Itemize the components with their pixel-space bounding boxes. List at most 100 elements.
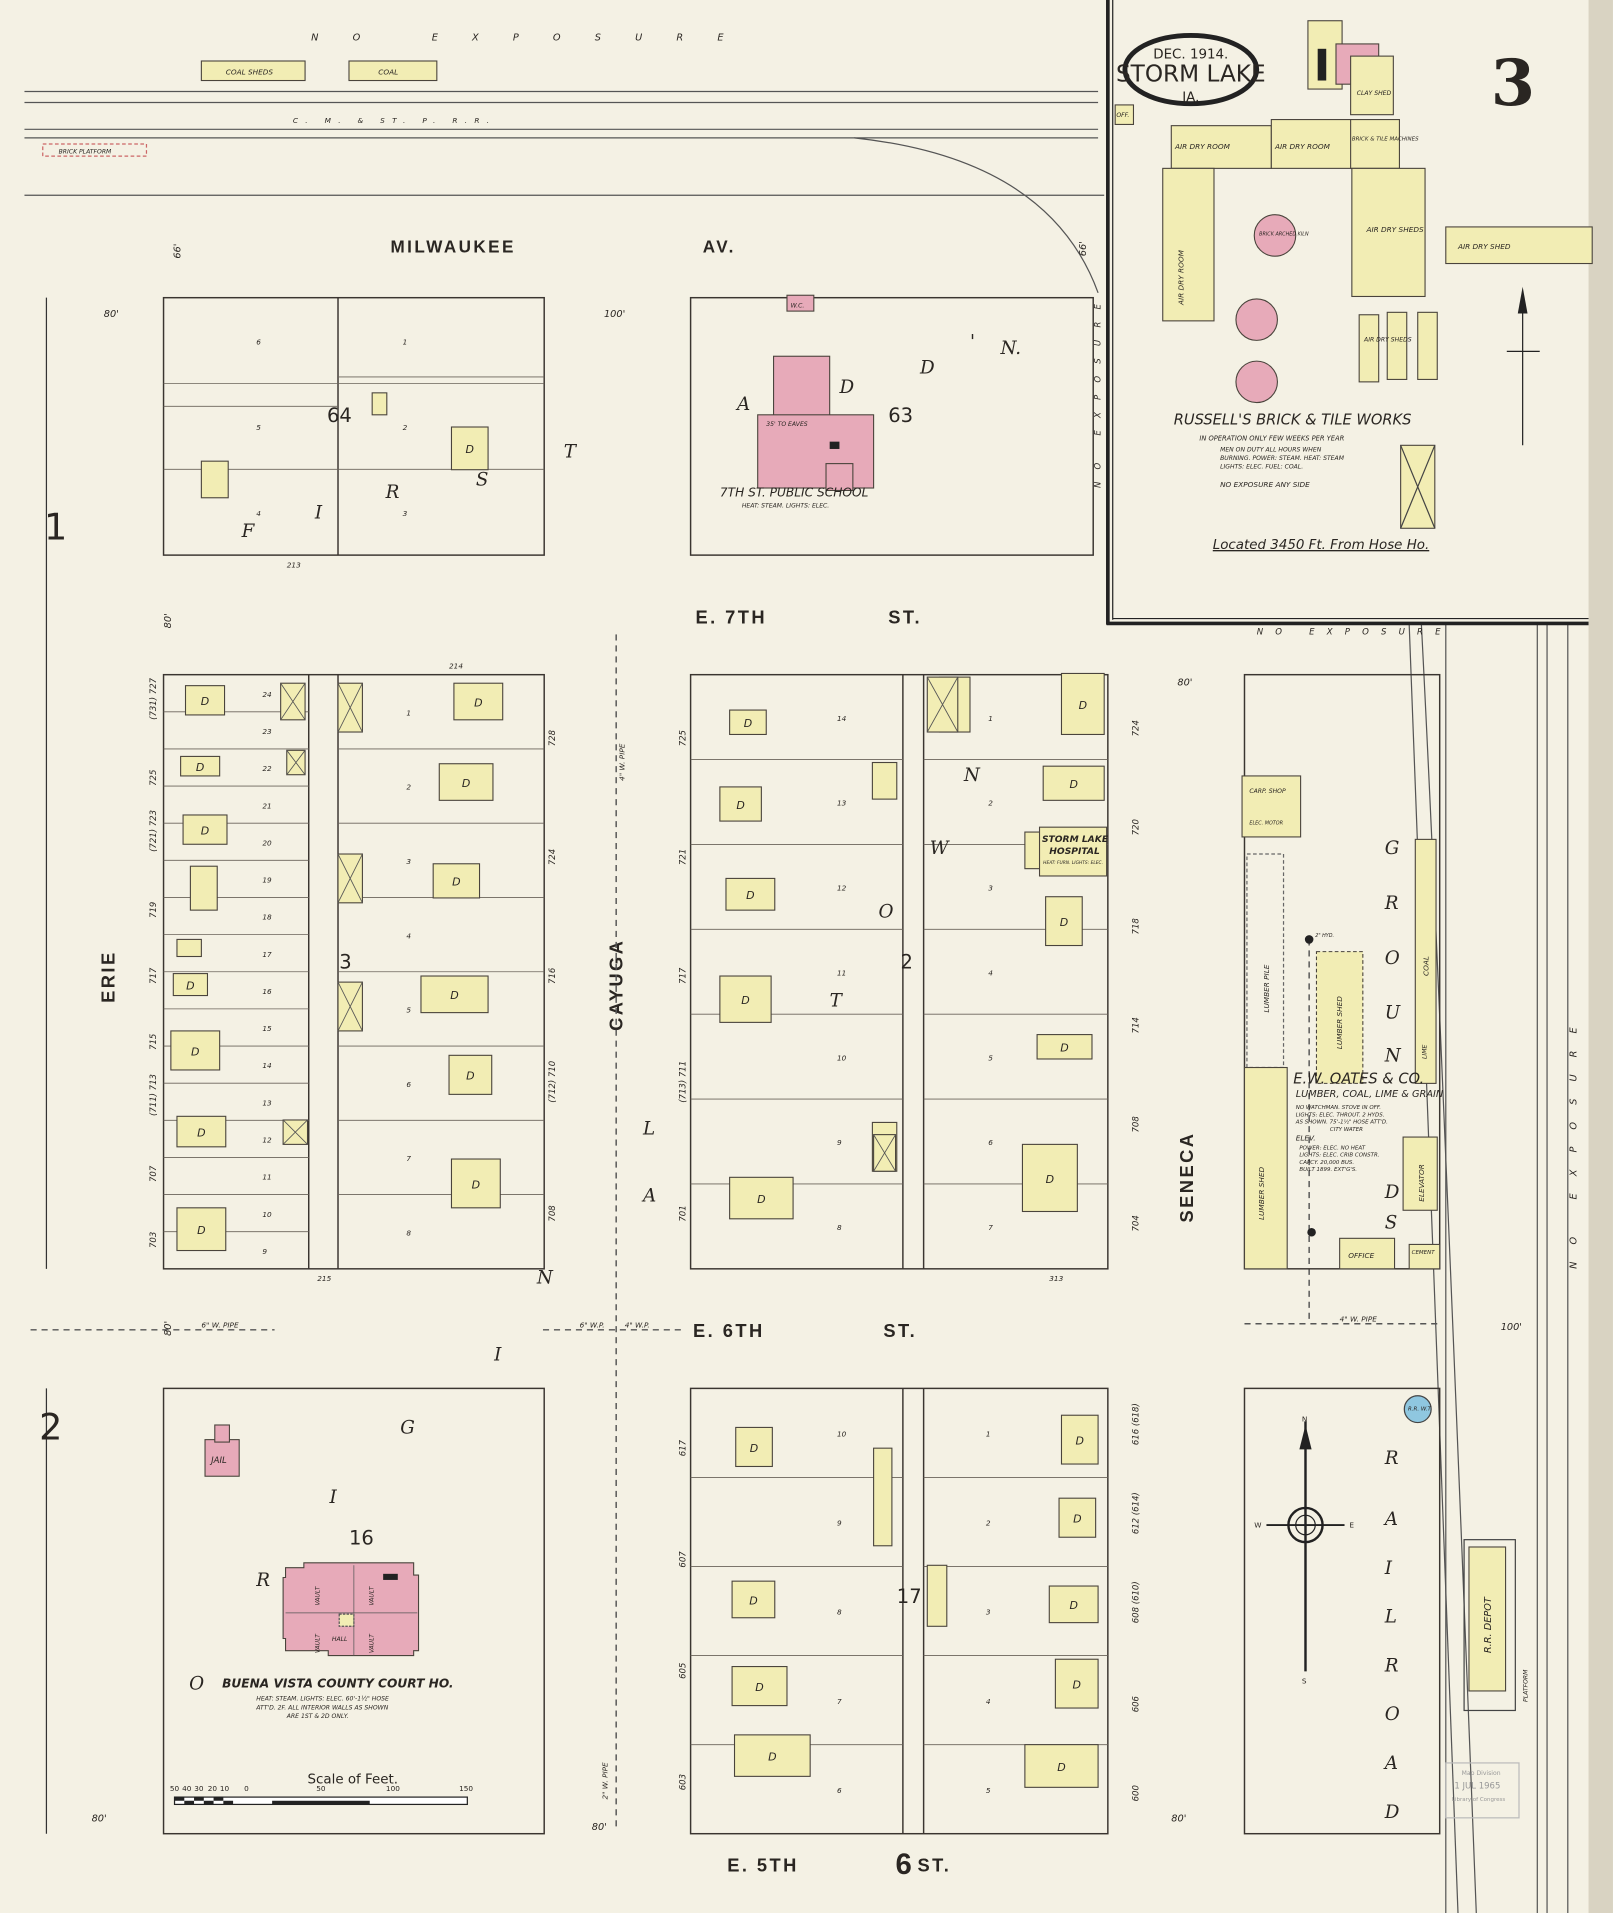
inset-brick-tile-works: DEC. 1914. STORM LAKE IA. 3 OFF. CLAY SH… [1106, 0, 1593, 626]
courthouse-square: JAIL VAULT VAULT VAULT VAULT HALL BUENA … [204, 1424, 454, 1720]
dwelling-label: D [741, 994, 749, 1007]
address-number: 708 [548, 1205, 558, 1222]
lot-number: 3 [406, 857, 411, 866]
addition-letter: F [241, 521, 256, 542]
dwelling-label: D [196, 761, 204, 774]
lot-number: 1 [986, 1430, 991, 1439]
addition-letter: I [314, 503, 323, 524]
address-number: 617 [679, 1439, 689, 1456]
map-city: STORM LAKE [1116, 61, 1266, 88]
dwelling-label: D [191, 1045, 199, 1058]
addition-letter: S [1385, 1213, 1398, 1234]
addition-letter: L [1384, 1607, 1397, 1628]
adjoining-sheet-number: 2 [39, 1406, 62, 1449]
addition-letter: U [1385, 1003, 1401, 1024]
elevator-label: ELEVATOR [1417, 1164, 1426, 1202]
lot-number: 13 [837, 799, 847, 808]
air-dry-room-label: AIR DRY ROOM [1174, 142, 1231, 151]
lot-number: 9 [837, 1138, 842, 1147]
dwelling [871, 761, 898, 800]
oates-note: AS SHOWN. 75'-1½" HOSE ATT'D. [1295, 1119, 1388, 1126]
addition-letter: A [1383, 1509, 1398, 1530]
frontage-number: 215 [317, 1274, 331, 1283]
dwelling [1060, 1414, 1099, 1465]
kiln [1253, 214, 1297, 257]
elevator [1402, 1136, 1438, 1211]
lot-number: 2 [403, 423, 408, 432]
hospital-note: HEAT: FURN. LIGHTS: ELEC. [1043, 860, 1103, 866]
kiln-label: BRICK ARCHED KILN [1259, 231, 1309, 237]
brick-platform-label: BRICK PLATFORM [59, 149, 112, 156]
addition-letter: L [642, 1119, 655, 1140]
street-widths: 66'80'100'66'80'80'80'100'80'80'80' [92, 241, 1522, 1833]
address-number: (731) 727 [149, 677, 159, 720]
jail-label: JAIL [209, 1456, 227, 1466]
addition-letter: D [1384, 1802, 1400, 1823]
school-name: 7TH ST. PUBLIC SCHOOL [720, 486, 869, 500]
addition-letter: D [1384, 1182, 1400, 1203]
address-number: 606 [1131, 1695, 1141, 1712]
hall-label: HALL [332, 1636, 348, 1643]
addition-letter: A [1383, 1753, 1398, 1774]
dwelling [450, 426, 489, 471]
lot-number: 10 [837, 1053, 847, 1062]
hydrant-label: 2" HYD. [1315, 933, 1334, 939]
dwelling [450, 1158, 501, 1209]
block-2 [689, 673, 1109, 1270]
dwelling-label: D [197, 1126, 205, 1139]
platform-label: PLATFORM [1523, 1669, 1530, 1702]
dwelling-label: D [749, 1594, 757, 1607]
no-exposure-label: NO EXPOSURE [1257, 627, 1453, 637]
compass-s: S [1302, 1677, 1307, 1686]
lot-number: 24 [262, 690, 272, 699]
lot-number: 4 [256, 509, 261, 518]
coal-building [348, 60, 438, 82]
lot-number: 2 [406, 783, 411, 792]
address-number: 718 [1131, 918, 1141, 935]
addition-letter: O [878, 901, 893, 922]
dwelling [731, 1666, 788, 1707]
address-number: (721) 723 [149, 810, 159, 852]
dwelling-label: D [201, 824, 209, 837]
machines-label: BRICK & TILE MACHINES [1352, 136, 1419, 142]
address-number: 716 [548, 967, 558, 984]
addition-letter: G [400, 1418, 415, 1439]
lot-number: 6 [256, 337, 261, 346]
compass-rose: N W E S [1254, 1414, 1354, 1685]
oates-name: E.W. OATES & CO. [1293, 1070, 1424, 1087]
pipe-label: 6" W. PIPE [201, 1320, 239, 1329]
stamp-text: Library of Congress [1452, 1797, 1505, 1803]
address-number: 728 [548, 729, 558, 746]
railroad-block [1243, 1387, 1441, 1835]
dwelling [719, 975, 772, 1023]
rail-curve [854, 137, 1099, 294]
addition-letter: T [564, 442, 578, 463]
dwelling [200, 460, 229, 499]
addition-letter: R [1384, 893, 1399, 914]
address-number: (713) 711 [679, 1061, 689, 1103]
sheet-number: 3 [1491, 45, 1535, 120]
title-cartouche [1122, 32, 1260, 107]
lot-number: 15 [262, 1024, 272, 1033]
dwelling [170, 1030, 221, 1071]
addition-letter: D [838, 377, 854, 398]
address-number: 608 (610) [1131, 1581, 1141, 1623]
courthouse-note: HEAT: STEAM. LIGHTS: ELEC. 60'-1½" HOSE [256, 1695, 389, 1703]
air-dry-room-label: AIR DRY ROOM [1274, 142, 1331, 151]
dwelling [1058, 1497, 1097, 1538]
oates-note: LIGHTS: ELEC. THROUT. 2 HYDS. [1296, 1112, 1385, 1118]
lot-number: 1 [406, 708, 411, 717]
air-dry-shed-label: AIR DRY SHED [1457, 242, 1511, 251]
lumber-shed-label: LUMBER SHED [1257, 1166, 1266, 1220]
lot-number: 9 [262, 1247, 267, 1256]
lot-number: 5 [406, 1006, 411, 1015]
address-number: 701 [679, 1205, 689, 1221]
address-number: (711) 713 [149, 1074, 159, 1116]
north-arrow [1517, 286, 1528, 314]
address-number: 607 [679, 1551, 689, 1568]
addition-letter: T [830, 991, 844, 1012]
address-number: 720 [1131, 819, 1141, 835]
vault-label: VAULT [315, 1633, 322, 1653]
adjoining-sheet-number: 6 [896, 1848, 915, 1881]
map-state: IA. [1182, 90, 1199, 105]
